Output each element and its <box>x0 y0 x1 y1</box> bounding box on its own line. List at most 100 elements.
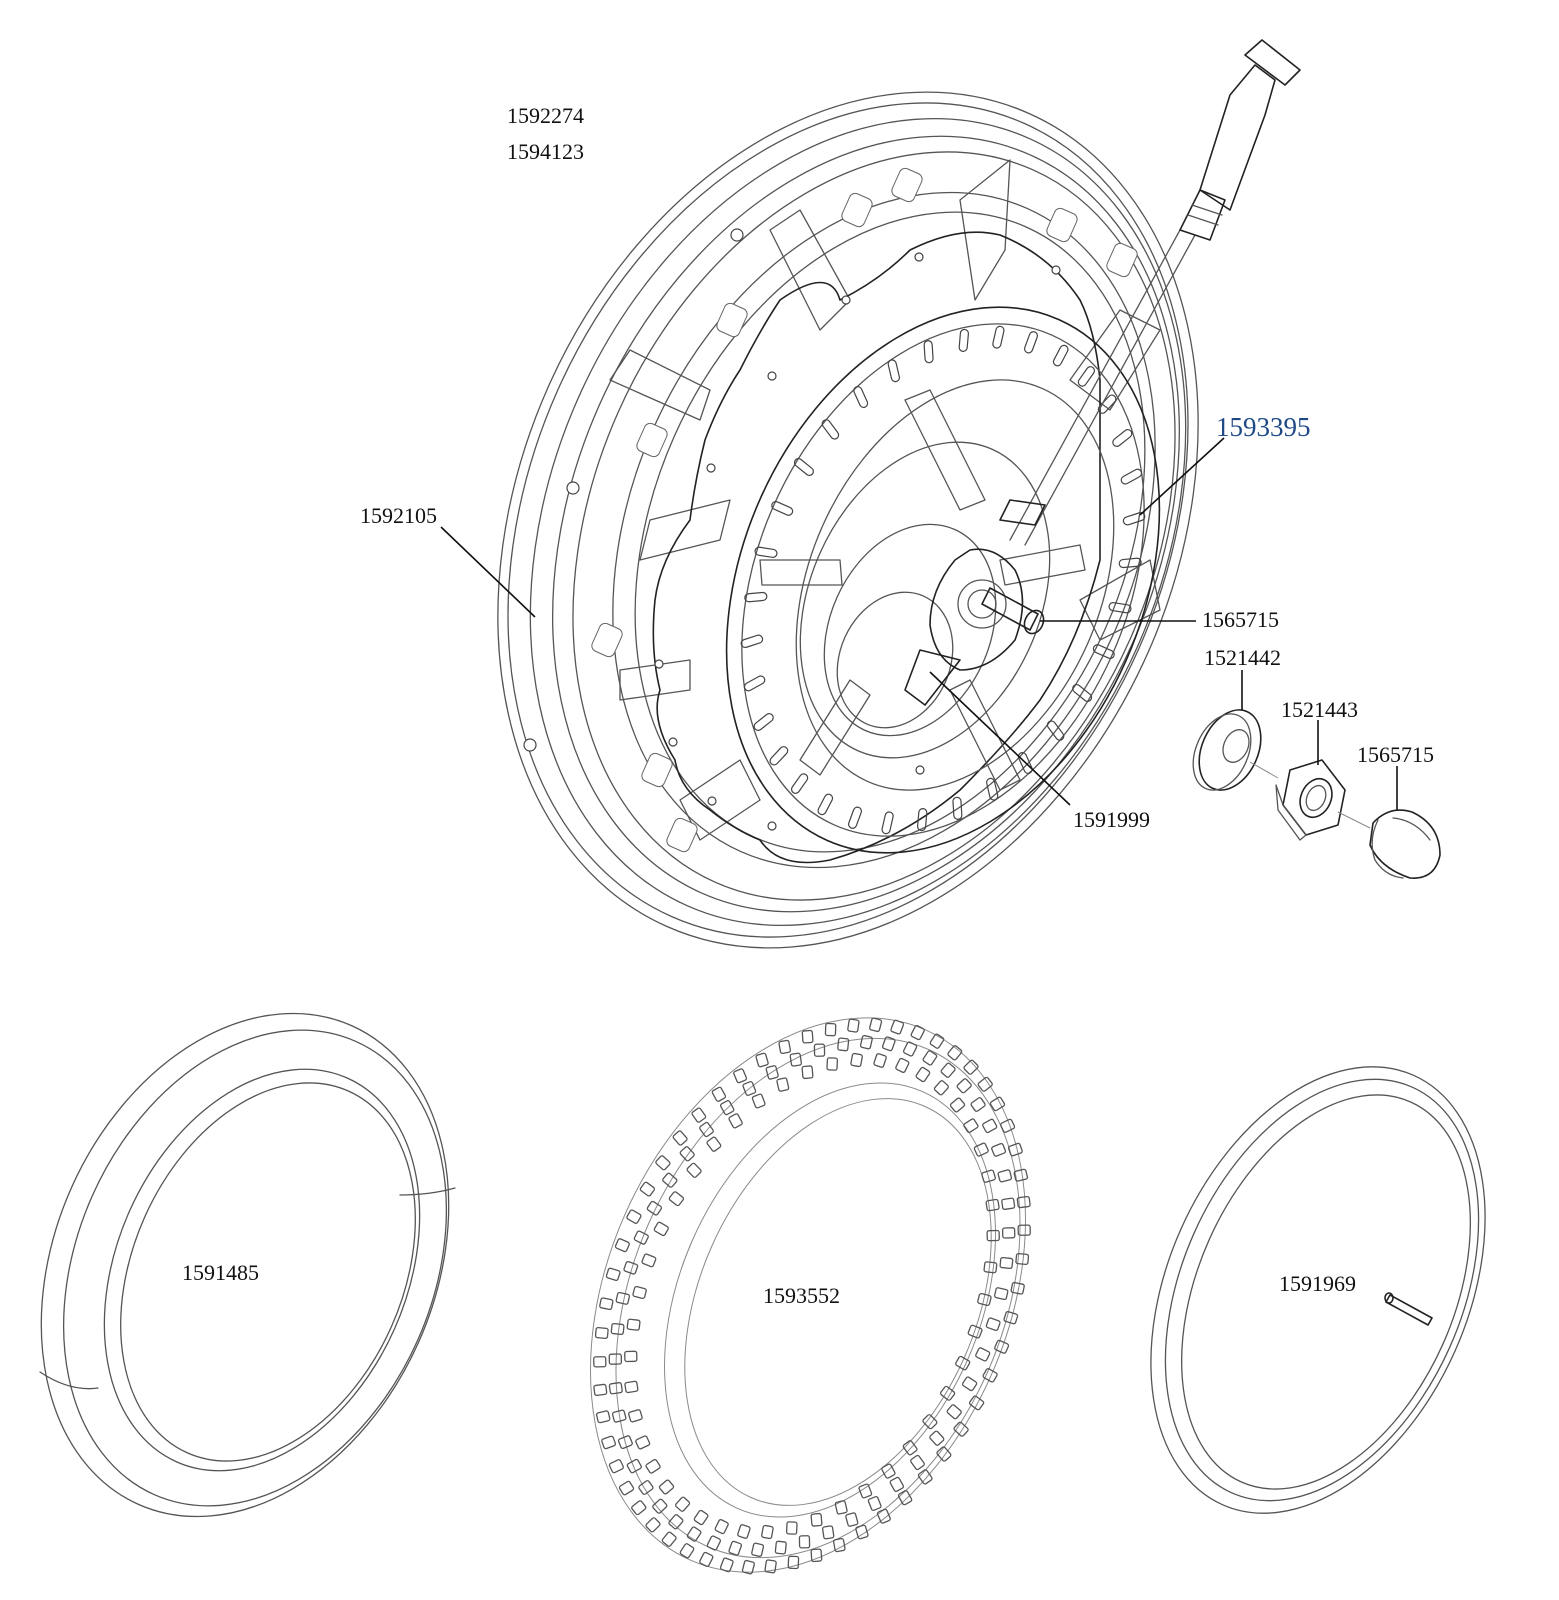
tread-block <box>902 1440 918 1456</box>
tread-block <box>826 1057 839 1071</box>
disc-slot <box>1023 331 1039 354</box>
leader-1591999 <box>929 671 1071 806</box>
tread-block <box>714 1519 729 1535</box>
disc-slot <box>887 359 900 383</box>
tread-block <box>1001 1197 1016 1210</box>
part-number-1591999: 1591999 <box>1073 807 1150 832</box>
motor-hub <box>759 389 1086 791</box>
tread-block <box>970 1097 986 1112</box>
tread-block <box>608 1382 623 1395</box>
tread-block <box>1015 1252 1030 1266</box>
tread-block <box>963 1059 979 1075</box>
tread-block <box>686 1162 702 1178</box>
rim-lugs <box>523 167 1138 853</box>
disc-slot <box>743 675 766 692</box>
tread-block <box>813 1043 826 1057</box>
tread-block <box>859 1034 873 1050</box>
disc-slot <box>769 746 789 766</box>
tread-block <box>1000 1118 1016 1133</box>
part-number-1521442: 1521442 <box>1204 645 1281 670</box>
disc-slot <box>821 419 840 440</box>
tread-block <box>624 1350 638 1363</box>
tread-block <box>761 1524 774 1540</box>
tread-block <box>652 1498 668 1514</box>
tread-block <box>661 1531 677 1547</box>
disc-slot <box>1017 752 1033 774</box>
tread-block <box>867 1496 882 1511</box>
tread-block <box>623 1260 639 1275</box>
leader-lines <box>440 437 1398 810</box>
tread-block <box>824 1022 837 1037</box>
tread-block <box>985 1198 1000 1212</box>
tread-block <box>699 1121 714 1138</box>
motor-cable <box>999 39 1301 546</box>
tread-block <box>956 1078 972 1094</box>
tread-block <box>881 1463 896 1479</box>
tread-block <box>789 1052 802 1067</box>
tread-block <box>986 1229 1000 1242</box>
tread-block <box>774 1540 787 1555</box>
inner-tube <box>1150 1066 1486 1514</box>
tread-block <box>982 1368 998 1383</box>
disc-slots <box>740 325 1146 835</box>
tread-block <box>810 1512 823 1527</box>
tread-block <box>961 1376 978 1392</box>
disc-slot <box>790 773 809 794</box>
tread-block <box>1007 1142 1023 1157</box>
tread-block <box>635 1435 651 1450</box>
tread-block <box>953 1421 969 1437</box>
tread-block <box>599 1297 614 1311</box>
tread-block <box>617 1435 633 1450</box>
tread-block <box>876 1508 891 1524</box>
tread-block <box>801 1029 814 1044</box>
disc-slot <box>1072 683 1093 703</box>
tread-block <box>624 1380 639 1394</box>
tread-block <box>633 1230 649 1245</box>
part-number-1592105: 1592105 <box>360 503 437 528</box>
part-number-1591969: 1591969 <box>1279 1271 1356 1296</box>
tread-block <box>940 1062 956 1078</box>
tread-block <box>985 1317 1001 1332</box>
tread-block <box>614 1238 630 1253</box>
carrier-bolts <box>654 252 1061 831</box>
tread-block <box>982 1118 998 1134</box>
tread-block <box>1003 1310 1019 1325</box>
sprocket <box>929 548 1024 671</box>
tread-block <box>645 1458 661 1474</box>
tread-block <box>845 1512 859 1527</box>
tread-block <box>641 1253 657 1268</box>
tread-block <box>999 1256 1014 1270</box>
tread-block <box>679 1543 695 1559</box>
tread-block <box>679 1146 695 1162</box>
tread-block <box>594 1326 609 1340</box>
disc-slot <box>1112 429 1133 447</box>
tread-block <box>751 1093 766 1109</box>
tread-block <box>675 1496 691 1512</box>
leader-1593395 <box>1139 437 1225 516</box>
tread-block <box>1017 1224 1031 1236</box>
tread-block <box>608 1353 623 1365</box>
part-number-1565715-cap: 1565715 <box>1357 742 1434 767</box>
disc-slot <box>740 634 764 649</box>
tread-block <box>668 1191 685 1207</box>
tread-block <box>605 1267 621 1282</box>
tread-block <box>626 1458 642 1474</box>
tread-block <box>728 1540 743 1556</box>
washer <box>1192 709 1262 791</box>
tread-block <box>869 1017 883 1033</box>
tread-block <box>994 1339 1010 1354</box>
disc-slot <box>1122 511 1146 526</box>
tread-block <box>653 1221 669 1237</box>
tire-tread <box>593 1017 1031 1575</box>
disc-slot <box>992 325 1005 349</box>
tread-block <box>881 1036 896 1052</box>
hub-carrier-plate <box>652 231 1101 864</box>
tread-block <box>997 1169 1013 1183</box>
disc-slot <box>754 546 778 558</box>
tread-block <box>711 1086 727 1102</box>
disc-slot <box>923 340 934 364</box>
rim-strip <box>39 1012 456 1518</box>
tread-block <box>719 1557 734 1573</box>
tread-block <box>933 1080 949 1096</box>
